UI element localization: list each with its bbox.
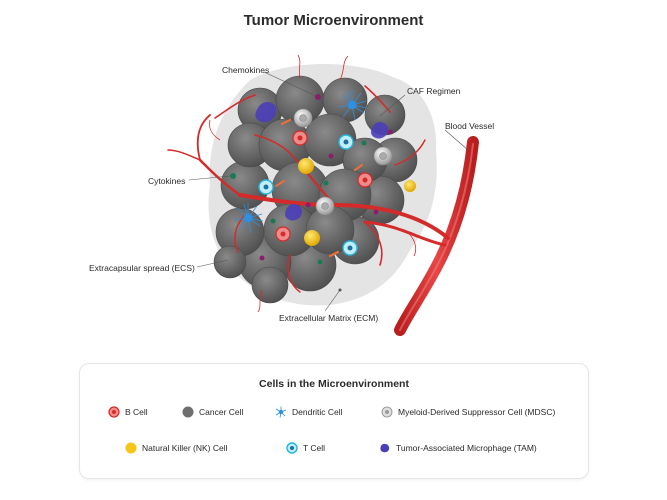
label-cytokines: Cytokines [148,176,185,186]
tam-cells [255,102,389,221]
label-ecs: Extracapsular spread (ECS) [89,263,195,273]
legend-item-cancer-cell: Cancer Cell [182,406,243,418]
legend-item-b-cell: B Cell [108,406,148,418]
cytokine-dots [230,140,367,265]
b-cell-icon [108,406,120,418]
tumor-mass [213,75,418,304]
tam-icon [380,443,390,453]
label-blood-vessel: Blood Vessel [445,121,494,131]
label-ecm: Extracellular Matrix (ECM) [279,313,378,323]
t-cells [258,134,358,256]
dendritic-cell-icon [275,406,287,418]
legend-item-t-cell: T Cell [286,442,325,454]
b-cells [275,130,373,242]
label-chemokines: Chemokines [222,65,269,75]
legend-item-nk-cell: Natural Killer (NK) Cell [125,442,228,454]
nk-cells [298,158,416,246]
nk-cell-icon [125,442,137,454]
stromal-accents [274,118,364,258]
legend-label: Dendritic Cell [292,407,343,417]
mdsc-cells [293,108,393,216]
label-caf-regimen: CAF Regimen [407,86,461,96]
mdsc-icon [381,406,393,418]
ecm-pointer-dot [338,288,342,292]
legend-label: Cancer Cell [199,407,244,417]
legend-label: Myeloid-Derived Suppressor Cell (MDSC) [398,407,556,417]
legend-item-dendritic-cell: Dendritic Cell [275,406,343,418]
leader-lines [188,71,469,312]
legend-label: Tumor-Associated Microphage (TAM) [396,443,537,453]
legend-label: Natural Killer (NK) Cell [142,443,228,453]
legend-item-tam: Tumor-Associated Microphage (TAM) [379,442,537,454]
chemokine-dots [259,94,393,261]
thin-capillaries [209,54,417,313]
diagram-title: Tumor Microenvironment [243,12,424,29]
legend-label: B Cell [125,407,148,417]
t-cell-icon [286,442,298,454]
legend-panel: Cells in the Microenvironment B Cell Can… [79,363,589,479]
cancer-cell-icon [182,406,194,418]
vessel-highlight [399,143,474,331]
legend-item-mdsc: Myeloid-Derived Suppressor Cell (MDSC) [381,406,555,418]
legend-label: T Cell [303,443,326,453]
dendritic-cells [233,90,368,234]
tumor-microenvironment-diagram: Chemokines CAF Regimen Blood Vessel Cyto… [89,54,494,336]
legend-title: Cells in the Microenvironment [259,378,409,390]
